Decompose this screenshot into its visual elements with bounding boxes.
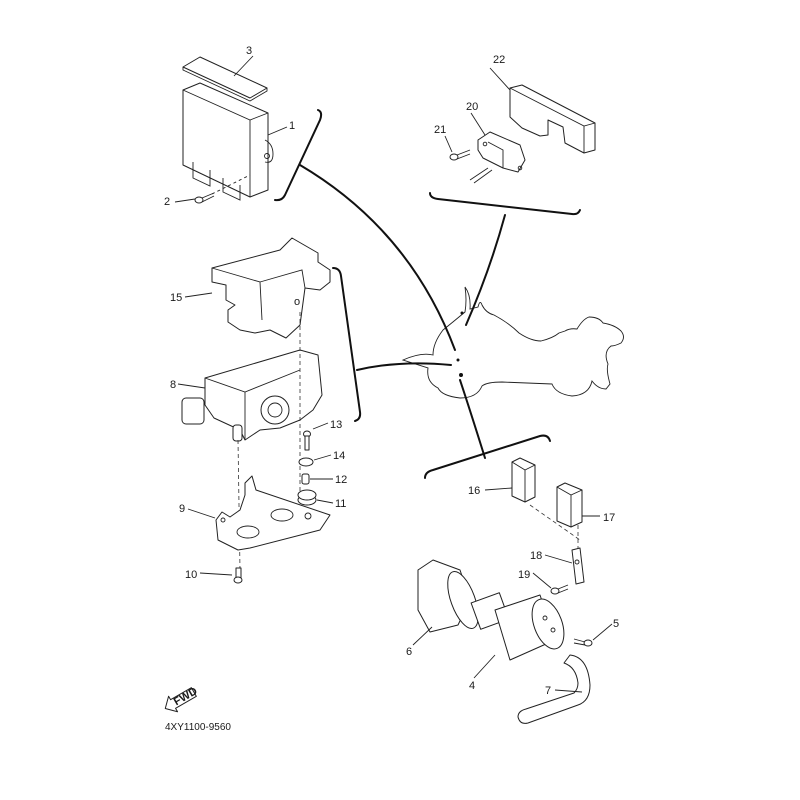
hydraulic-unit-group: o bbox=[181, 237, 362, 584]
callout-12[interactable]: 12 bbox=[335, 474, 347, 486]
callout-1[interactable]: 1 bbox=[289, 120, 295, 132]
part-22-cover[interactable] bbox=[509, 84, 596, 154]
callout-15[interactable]: 15 bbox=[170, 292, 182, 304]
callout-8[interactable]: 8 bbox=[170, 379, 176, 391]
part-18-plate[interactable] bbox=[571, 547, 585, 585]
callout-leaders bbox=[174, 55, 613, 693]
fwd-label: FWD bbox=[172, 685, 200, 708]
bracket-d bbox=[424, 434, 551, 479]
part-8-hydraulic-unit[interactable] bbox=[181, 349, 323, 442]
callout-7[interactable]: 7 bbox=[545, 685, 551, 697]
callout-4[interactable]: 4 bbox=[469, 680, 475, 692]
part-19-screw[interactable] bbox=[550, 584, 569, 595]
marker-dot bbox=[459, 373, 463, 377]
fuel-pump-group bbox=[417, 457, 593, 724]
callout-13[interactable]: 13 bbox=[330, 419, 342, 431]
part-1-control-unit[interactable] bbox=[182, 82, 274, 201]
callout-16[interactable]: 16 bbox=[468, 485, 480, 497]
part-12-collar[interactable] bbox=[301, 473, 310, 485]
part-5-screw[interactable] bbox=[573, 638, 593, 647]
part-4-fuel-pump[interactable] bbox=[470, 592, 570, 661]
callout-5[interactable]: 5 bbox=[613, 618, 619, 630]
part-2-bolt[interactable] bbox=[194, 192, 215, 204]
part-21-screw[interactable] bbox=[449, 149, 471, 161]
part-7-hose[interactable] bbox=[517, 654, 591, 724]
part-16-relay[interactable] bbox=[511, 457, 536, 503]
callout-17[interactable]: 17 bbox=[603, 512, 615, 524]
bracket-a bbox=[274, 109, 323, 202]
callout-2[interactable]: 2 bbox=[164, 196, 170, 208]
motorcycle-silhouette bbox=[401, 286, 624, 399]
callout-3[interactable]: 3 bbox=[246, 45, 252, 57]
part-13-bolt[interactable] bbox=[303, 430, 311, 451]
part-10-bolt[interactable] bbox=[233, 567, 243, 584]
leader-c bbox=[356, 362, 452, 371]
part-9-bracket[interactable] bbox=[215, 475, 331, 551]
part-code: 4XY1100-9560 bbox=[165, 722, 231, 733]
part-6-damper[interactable] bbox=[417, 559, 485, 633]
callout-10[interactable]: 10 bbox=[185, 569, 197, 581]
relay-group bbox=[429, 84, 596, 216]
callout-9[interactable]: 9 bbox=[179, 503, 185, 515]
callout-14[interactable]: 14 bbox=[333, 450, 345, 462]
svg-text:o: o bbox=[294, 296, 300, 308]
fwd-arrow-icon: FWD bbox=[164, 685, 200, 713]
callout-18[interactable]: 18 bbox=[530, 550, 542, 562]
bracket-c bbox=[332, 267, 362, 422]
callout-6[interactable]: 6 bbox=[406, 646, 412, 658]
part-20-relay[interactable] bbox=[477, 131, 526, 173]
callout-20[interactable]: 20 bbox=[466, 101, 478, 113]
control-unit-group bbox=[182, 56, 323, 204]
part-17-relay[interactable] bbox=[556, 482, 583, 528]
part-11-grommet[interactable] bbox=[297, 489, 317, 506]
callout-19[interactable]: 19 bbox=[518, 569, 530, 581]
bracket-b bbox=[429, 192, 581, 216]
part-14-washer[interactable] bbox=[298, 457, 314, 467]
leader-b bbox=[465, 214, 506, 326]
leader-d bbox=[459, 379, 486, 459]
callout-21[interactable]: 21 bbox=[434, 124, 446, 136]
leader-a bbox=[299, 164, 456, 351]
part-15-cover[interactable]: o bbox=[211, 237, 331, 339]
callout-labels: 3 1 2 22 20 21 15 8 13 14 12 11 9 10 16 … bbox=[164, 45, 619, 697]
callout-11[interactable]: 11 bbox=[335, 498, 346, 510]
callout-22[interactable]: 22 bbox=[493, 54, 505, 66]
